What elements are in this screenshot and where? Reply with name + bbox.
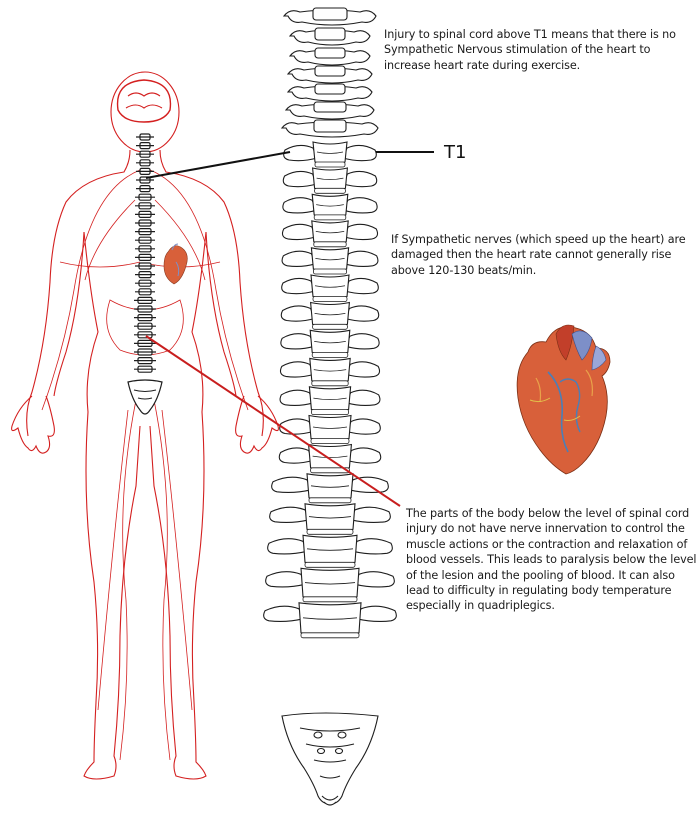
sympathetic-note: If Sympathetic nerves (which speed up th… bbox=[391, 232, 691, 278]
t1-injury-note: Injury to spinal cord above T1 means tha… bbox=[384, 27, 684, 73]
paralysis-note: The parts of the body below the level of… bbox=[406, 506, 697, 614]
heart-icon bbox=[517, 325, 610, 474]
t1-label: T1 bbox=[444, 142, 466, 163]
